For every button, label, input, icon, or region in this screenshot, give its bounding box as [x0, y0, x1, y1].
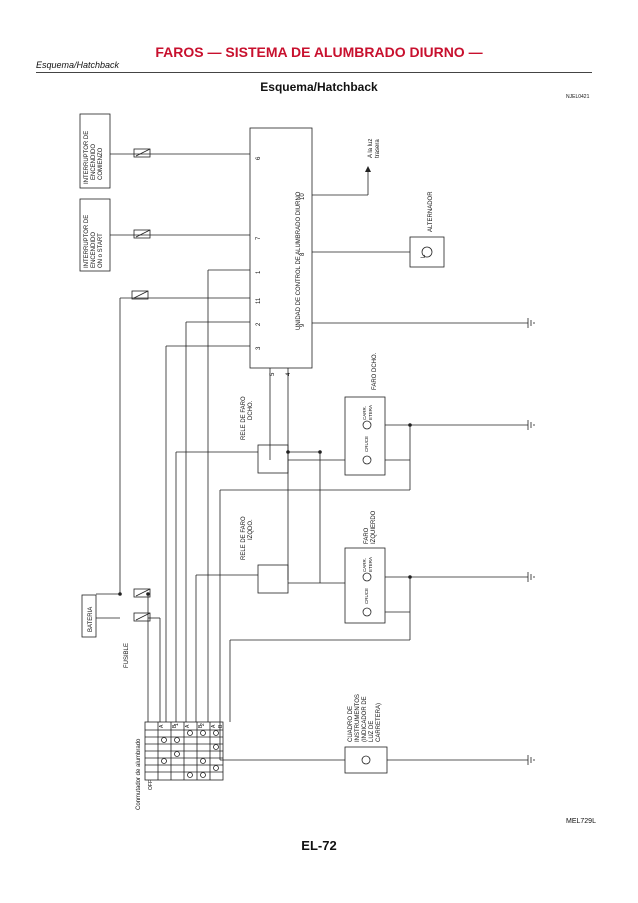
tail-lamp-arrow [365, 166, 371, 172]
page-number: EL-72 [301, 838, 337, 853]
alternator-label: ALTERNADOR [428, 191, 434, 232]
ground-symbol [527, 572, 535, 582]
ignition-crank-label-1: INTERRUPTOR DE [84, 131, 90, 184]
headlamp-left-high-2: ETERA [368, 557, 373, 572]
relay-right-label-2: DCHO. [248, 400, 254, 420]
alternator-terminal: L [421, 254, 427, 258]
headlamp-left-high-1: CARR. [362, 558, 367, 572]
switch-subcol: A [159, 724, 165, 728]
pin-2: 2 [256, 322, 262, 326]
ignition-start-label-3: ON o START [98, 233, 104, 268]
tail-lamp-label-1: A la luz [368, 139, 374, 158]
ignition-crank-label-2: ENCENDIDO [91, 144, 97, 180]
pin-6: 6 [256, 156, 262, 160]
battery-label: BATERIA [88, 607, 94, 632]
switch-position-2: 2 [200, 723, 206, 726]
headlamp-right-high-2: ETERA [368, 405, 373, 420]
ignition-start-label-2: ENCENDIDO [91, 232, 97, 268]
meter-label-4: LUZ DE [369, 721, 375, 742]
ground-symbol [527, 755, 535, 765]
relay-right-label-1: RELE DE FARO [241, 396, 247, 440]
headlamp-left-label-2: IZQUIERDO [371, 510, 377, 544]
headlamp-right-high-1: CARR. [362, 406, 367, 420]
relay-left-box [257, 564, 289, 594]
pin-7: 7 [256, 236, 262, 240]
lighting-switch-label: Conmutador de alumbrado [136, 738, 142, 810]
relay-right-box [257, 444, 289, 474]
switch-subcol: A [185, 724, 191, 728]
reference-code: NJEL0421 [566, 94, 590, 100]
headlamp-right-box [344, 396, 386, 476]
control-unit-label: UNIDAD DE CONTROL DE ALUMBRADO DIURNO [296, 191, 302, 330]
switch-subcol: B [172, 724, 178, 728]
diagram-subtitle: Esquema/Hatchback [260, 80, 378, 94]
meter-box [344, 746, 388, 774]
headlamp-right-low: CRUCE [364, 436, 369, 452]
ignition-start-label-1: INTERRUPTOR DE [84, 215, 90, 268]
headlamp-right-label: FARO DCHO. [372, 352, 378, 390]
pin-9: 9 [300, 323, 306, 327]
pin-11: 11 [256, 297, 262, 304]
document-title: FAROS — SISTEMA DE ALUMBRADO DIURNO — [155, 44, 483, 60]
switch-position-1: 1 [174, 723, 180, 726]
headlamp-left-low: CRUCE [364, 588, 369, 604]
relay-left-label-2: IZQDO. [248, 519, 254, 540]
fuse-label: FUSIBLE [124, 643, 130, 668]
switch-subcol: A [211, 724, 217, 728]
meter-label-2: INSTRUMENTOS [355, 694, 361, 742]
ground-symbol [527, 420, 535, 430]
switch-subcol: B [218, 724, 224, 728]
meter-label-1: CUADRO DE [348, 706, 354, 742]
ignition-crank-label-3: COMIENZO [98, 147, 104, 180]
tail-lamp-label-2: trasera [375, 139, 381, 158]
section-label: Esquema/Hatchback [36, 60, 120, 70]
control-unit-box [249, 127, 313, 369]
meter-label-3: (INDICADOR DE [362, 696, 368, 742]
pin-5: 5 [270, 372, 276, 376]
meter-label-5: CARRETERA) [376, 703, 382, 742]
switch-position-off: OFF [148, 780, 154, 790]
ground-symbol [527, 318, 535, 328]
battery-box [81, 594, 97, 638]
pin-4: 4 [286, 372, 292, 376]
ignition-crank-box [79, 113, 111, 189]
alternator-box [409, 236, 445, 268]
switch-subcol: B [198, 724, 204, 728]
pin-10: 10 [300, 193, 306, 200]
relay-left-label-1: RELE DE FARO [241, 516, 247, 560]
pin-3: 3 [256, 346, 262, 350]
pin-1: 1 [256, 270, 262, 274]
headlamp-left-box [344, 547, 386, 624]
header-rule [36, 72, 592, 73]
pin-8: 8 [300, 252, 306, 256]
headlamp-left-label-1: FARO [364, 527, 370, 544]
figure-code: MEL729L [566, 818, 596, 825]
